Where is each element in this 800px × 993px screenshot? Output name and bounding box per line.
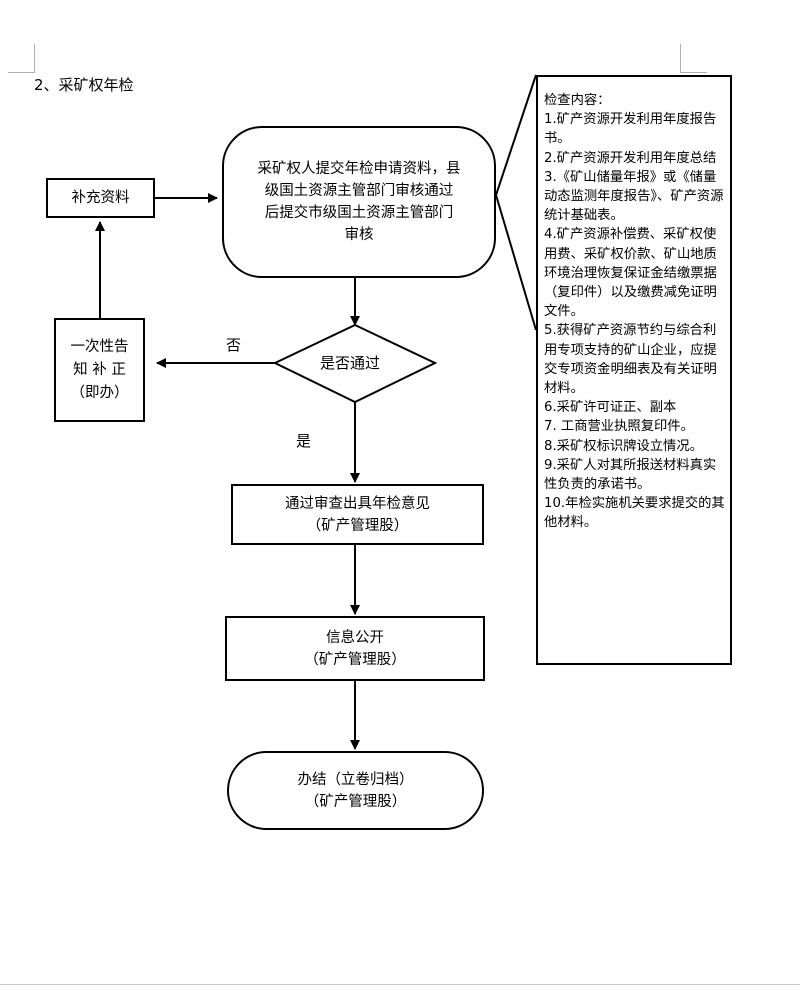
node-publish-line: （矿产管理股） [304,651,406,668]
checklist-title: 检查内容： [544,93,611,108]
checklist-item: 7. 工商营业执照复印件。 [544,419,694,435]
node-supplement: 补充资料 [46,178,155,218]
node-apply: 采矿权人提交年检申请资料，县 级国土资源主管部门审核通过 后提交市级国土资源主管… [222,126,496,278]
node-finish-line: （矿产管理股） [304,793,407,810]
node-apply-line: 采矿权人提交年检申请资料，县 [257,161,461,177]
node-finish-line: 办结（立卷归档） [297,771,414,788]
node-notify-line: 知 补 正 [73,361,126,378]
checklist-item: 4.矿产资源补偿费、采矿权使用费、采矿权价款、矿山地质环境治理恢复保证金结缴票据… [544,227,717,320]
node-apply-line: 级国土资源主管部门审核通过 [264,183,454,199]
decision-diamond [272,323,438,404]
section-title: 2、采矿权年检 [34,76,134,94]
node-review: 通过审查出具年检意见 （矿产管理股） [231,484,484,545]
node-apply-line: 后提交市级国土资源主管部门 [264,205,454,221]
checklist-item: 8.采矿权标识牌设立情况。 [544,438,703,454]
checklist-item: 9.采矿人对其所报送材料真实性负责的承诺书。 [544,457,717,493]
checklist-items: 1.矿产资源开发利用年度报告书。 2.矿产资源开发利用年度总结 3.《矿山储量年… [544,110,727,532]
node-review-line: （矿产管理股） [306,517,409,534]
node-decision-label: 是否通过 [320,354,381,372]
page-margin-corner-top-left [8,44,35,73]
edge-label-no: 否 [226,336,242,354]
node-publish-line: 信息公开 [326,629,384,646]
checklist-item: 5.获得矿产资源节约与综合利用专项支持的矿山企业，应提交专项资金明细表及有关证明… [544,323,717,397]
page-margin-corner-top-right [680,44,707,73]
checklist-box: 检查内容： 1.矿产资源开发利用年度报告书。 2.矿产资源开发利用年度总结 3.… [536,75,732,665]
checklist-item: 1.矿产资源开发利用年度报告书。 [544,112,717,147]
page-bottom-rule [0,984,800,985]
checklist-item: 10.年检实施机关要求提交的其他材料。 [544,496,725,531]
node-notify: 一次性告 知 补 正 （即办） [54,318,145,422]
node-supplement-label: 补充资料 [71,190,130,206]
node-notify-line: 一次性告 [70,338,129,355]
checklist-item: 6.采矿许可证正、副本 [544,400,677,416]
node-finish: 办结（立卷归档） （矿产管理股） [227,751,484,830]
node-publish: 信息公开 （矿产管理股） [225,616,485,681]
node-review-line: 通过审查出具年检意见 [285,495,430,512]
checklist-item: 2.矿产资源开发利用年度总结 [544,150,717,166]
node-notify-line: （即办） [70,384,129,401]
node-apply-line: 审核 [344,227,374,243]
checklist-item: 3.《矿山储量年报》或《储量动态监测年度报告》、矿产资源统计基础表。 [544,169,724,224]
checklist-brace [494,74,537,331]
edge-label-yes: 是 [296,432,312,450]
